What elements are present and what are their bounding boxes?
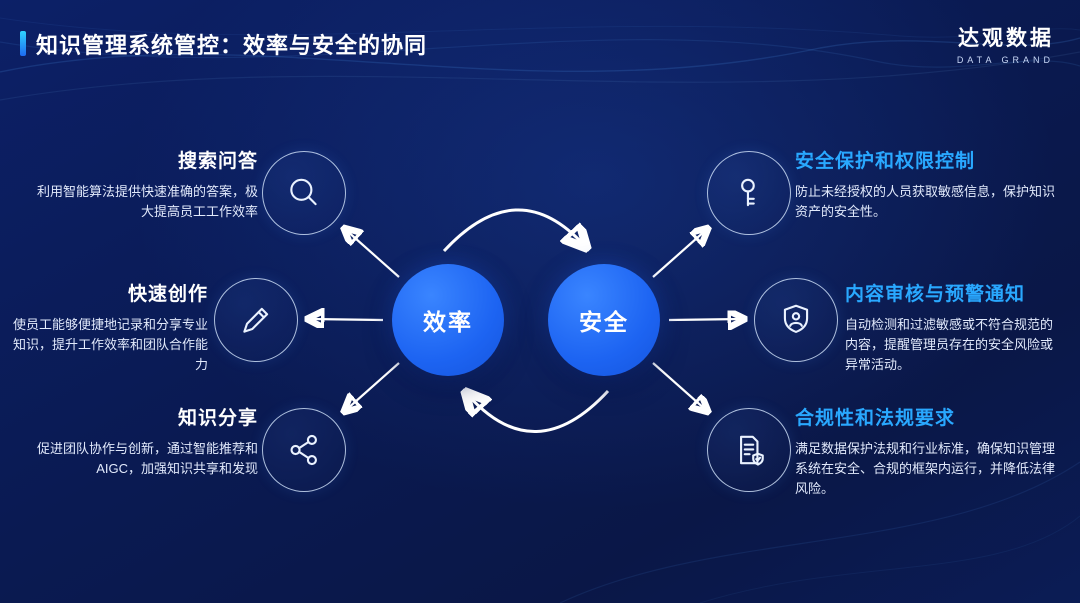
left-item-share: 知识分享 促进团队协作与创新，通过智能推荐和AIGC，加强知识共享和发现 <box>28 403 258 479</box>
brand-subtitle: DATA GRAND <box>956 55 1054 65</box>
right-item-compliance: 合规性和法规要求 满足数据保护法规和行业标准，确保知识管理系统在安全、合规的框架… <box>795 403 1057 499</box>
key-icon-circle <box>707 151 791 235</box>
item-desc: 自动检测和过滤敏感或不符合规范的内容，提醒管理员存在的安全风险或异常活动。 <box>845 317 1054 372</box>
page-title: 知识管理系统管控：效率与安全的协同 <box>36 33 428 58</box>
item-desc: 满足数据保护法规和行业标准，确保知识管理系统在安全、合规的框架内运行，并降低法律… <box>795 441 1056 496</box>
item-desc: 利用智能算法提供快速准确的答案，极大提高员工工作效率 <box>36 184 258 219</box>
pencil-icon <box>237 301 275 339</box>
share-icon <box>285 431 323 469</box>
efficiency-label: 效率 <box>423 309 473 335</box>
shield-user-icon-circle <box>754 278 838 362</box>
item-title: 快速创作 <box>127 284 208 305</box>
search-icon <box>285 174 323 212</box>
item-desc: 促进团队协作与创新，通过智能推荐和AIGC，加强知识共享和发现 <box>36 441 258 476</box>
item-desc: 使员工能够便捷地记录和分享专业知识，提升工作效率和团队合作能力 <box>12 317 208 372</box>
security-circle: 安全 <box>548 264 660 376</box>
item-desc: 防止未经授权的人员获取敏感信息，保护知识资产的安全性。 <box>795 184 1056 219</box>
key-icon <box>730 174 768 212</box>
search-icon-circle <box>262 151 346 235</box>
right-item-permission: 安全保护和权限控制 防止未经授权的人员获取敏感信息，保护知识资产的安全性。 <box>795 146 1057 222</box>
item-title: 合规性和法规要求 <box>795 408 956 429</box>
shield-user-icon <box>777 301 815 339</box>
share-icon-circle <box>262 408 346 492</box>
right-item-audit: 内容审核与预警通知 自动检测和过滤敏感或不符合规范的内容，提醒管理员存在的安全风… <box>845 279 1057 375</box>
left-item-create: 快速创作 使员工能够便捷地记录和分享专业知识，提升工作效率和团队合作能力 <box>8 279 208 375</box>
compliance-doc-icon-circle <box>707 408 791 492</box>
efficiency-circle: 效率 <box>392 264 504 376</box>
brand-logo: 达观数据 DATA GRAND <box>957 22 1054 65</box>
title-accent-bar <box>20 31 26 56</box>
left-item-search: 搜索问答 利用智能算法提供快速准确的答案，极大提高员工工作效率 <box>28 146 258 222</box>
brand-name: 达观数据 <box>958 27 1054 50</box>
security-label: 安全 <box>579 309 629 335</box>
item-title: 知识分享 <box>177 408 258 429</box>
item-title: 安全保护和权限控制 <box>795 151 976 172</box>
item-title: 内容审核与预警通知 <box>845 284 1026 305</box>
item-title: 搜索问答 <box>177 151 258 172</box>
pencil-icon-circle <box>214 278 298 362</box>
compliance-doc-icon <box>730 431 768 469</box>
